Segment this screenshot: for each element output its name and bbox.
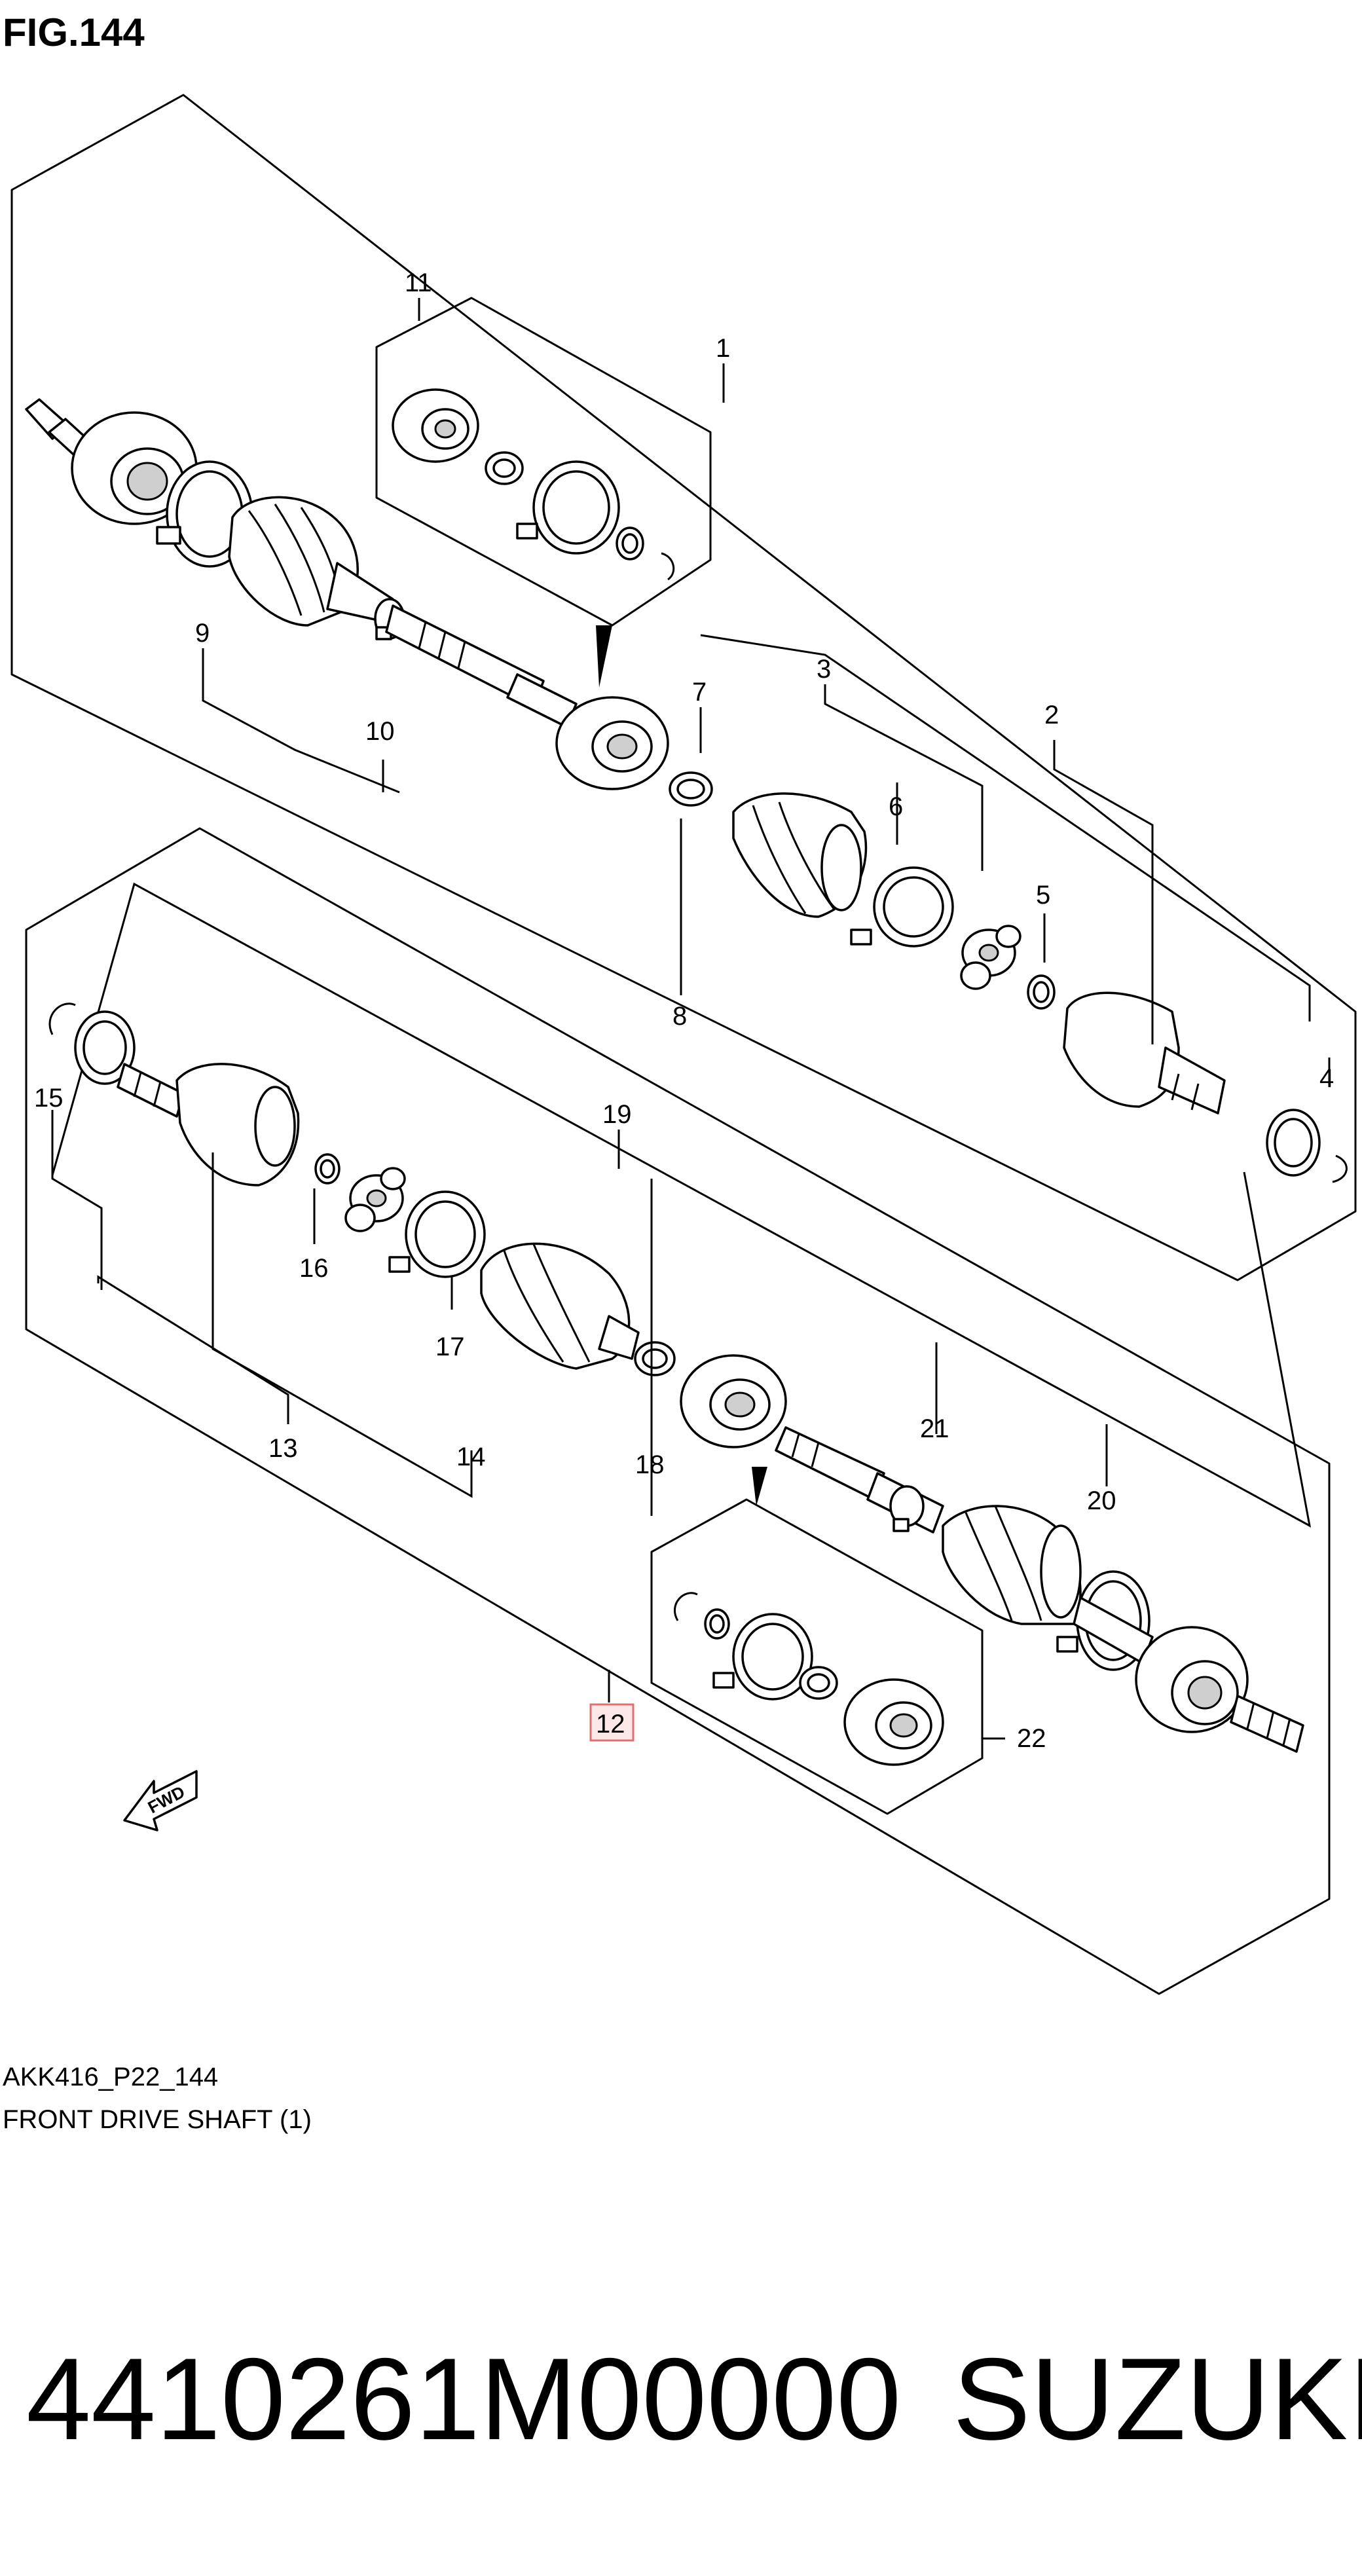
shaft-lower: [775, 1426, 944, 1534]
bearing-upper: [555, 696, 669, 790]
arrow-bearing-upper: [596, 625, 612, 688]
assembly-12-outline: [25, 827, 1331, 1995]
outer-boot-lower: [942, 1505, 1082, 1625]
leader-13: [97, 1275, 289, 1424]
figure-caption: FRONT DRIVE SHAFT (1): [3, 2105, 312, 2134]
subassembly-11-outline: [375, 297, 712, 627]
ring-22: [704, 1608, 730, 1640]
ring-11: [616, 526, 644, 561]
inner-housing-upper: [1063, 991, 1226, 1114]
circlip-22: [799, 1666, 838, 1700]
circlip-4: [1266, 1109, 1321, 1177]
callout-3: 3: [817, 655, 831, 684]
ring-16: [314, 1153, 340, 1185]
assembly-1-outline: [10, 94, 1357, 1281]
inner-housing-lower: [117, 1063, 300, 1187]
callout-20: 20: [1087, 1486, 1116, 1515]
ring-5: [1027, 974, 1056, 1010]
callout-2: 2: [1044, 701, 1059, 729]
part-number: 4410261M00000: [26, 2334, 901, 2464]
ring-15: [74, 1010, 136, 1085]
callout-1: 1: [716, 334, 730, 363]
outer-cv-joint-upper: [25, 398, 198, 525]
outer-cv-joint-lower: [1073, 1596, 1304, 1753]
callout-10: 10: [365, 717, 395, 746]
bearing-lower: [680, 1354, 787, 1448]
callout-7: 7: [692, 678, 707, 707]
callout-5: 5: [1036, 881, 1050, 910]
snap-ring-22: [673, 1592, 698, 1621]
leader-9: [202, 648, 400, 794]
clamp-22: [712, 1613, 813, 1701]
snap-ring-11: [661, 552, 675, 581]
clamp-17: [388, 1190, 486, 1278]
callout-16: 16: [299, 1254, 329, 1283]
leader-15: [51, 1110, 103, 1290]
tripod-upper: [960, 925, 1022, 990]
inner-boot-upper: [732, 792, 868, 918]
circlip-11a: [485, 451, 524, 485]
callout-12[interactable]: 12: [596, 1710, 625, 1739]
leader-group-2-3: [700, 634, 1311, 1021]
leader-2: [1053, 740, 1154, 1044]
bearing-11: [392, 388, 479, 463]
subassembly-22-outline: [650, 1498, 984, 1815]
snap-ring-4: [1332, 1154, 1348, 1183]
leader-3: [824, 684, 984, 871]
callout-12-highlight-box[interactable]: [589, 1703, 635, 1742]
callout-22: 22: [1017, 1724, 1046, 1753]
circlip-18: [634, 1341, 676, 1376]
callout-15: 15: [34, 1084, 64, 1113]
bearing-22: [843, 1678, 944, 1766]
callout-21: 21: [920, 1414, 949, 1443]
callout-19: 19: [602, 1100, 632, 1129]
shaft-upper: [385, 604, 578, 728]
brand-name: SUZUKI: [953, 2334, 1362, 2464]
callout-9: 9: [195, 619, 210, 648]
callout-4: 4: [1319, 1064, 1334, 1093]
drawing-code: AKK416_P22_144: [3, 2063, 218, 2091]
snap-ring-15: [48, 1003, 76, 1035]
callout-13: 13: [268, 1434, 298, 1463]
clamp-11: [516, 460, 620, 555]
leader-14: [212, 1152, 473, 1498]
outer-boot-upper: [228, 496, 394, 627]
fwd-arrow-icon: FWD: [123, 1770, 198, 1831]
callout-18: 18: [635, 1450, 665, 1479]
callout-11: 11: [405, 268, 432, 297]
figure-title: FIG.144: [3, 10, 145, 54]
inner-boot-lower: [480, 1242, 640, 1370]
tripod-lower: [344, 1167, 406, 1232]
arrow-bearing-lower: [752, 1467, 767, 1506]
callout-17: 17: [435, 1333, 465, 1361]
circlip-7: [669, 771, 713, 807]
callout-6: 6: [889, 792, 903, 821]
clamp-6: [850, 866, 954, 948]
callout-8: 8: [672, 1002, 687, 1031]
callout-14: 14: [456, 1443, 486, 1471]
